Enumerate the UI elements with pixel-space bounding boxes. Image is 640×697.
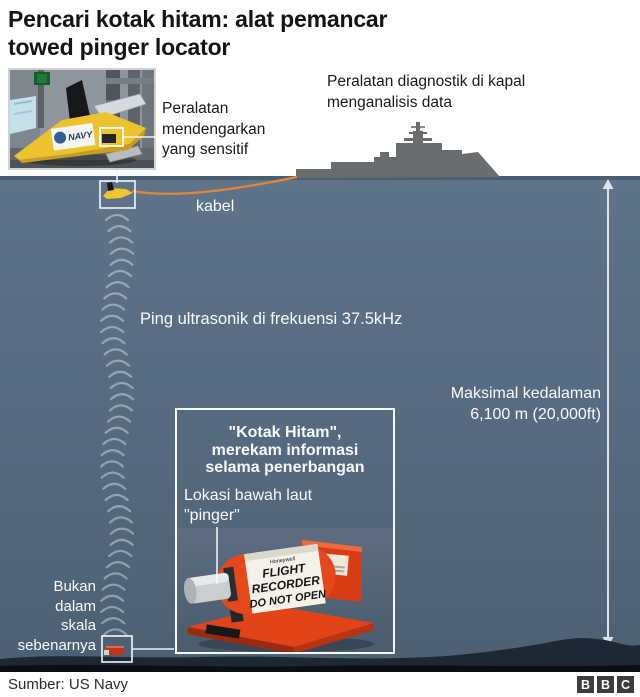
page-title: Pencari kotak hitam: alat pemancar towed… bbox=[8, 5, 387, 61]
cable-label: kabel bbox=[196, 198, 235, 215]
pinger-cylinder bbox=[183, 566, 238, 604]
seabed bbox=[0, 638, 640, 672]
towfish-photo: NAVY bbox=[8, 68, 156, 170]
bbc-logo-letter: B bbox=[597, 676, 614, 693]
title-line1: Pencari kotak hitam: alat pemancar bbox=[8, 6, 388, 32]
bbc-logo-letter: B bbox=[577, 676, 594, 693]
scale-note-line4: sebenarnya bbox=[17, 636, 96, 654]
max-depth-line1: Maksimal kedalaman bbox=[450, 385, 601, 402]
scale-note-line3: skala bbox=[60, 617, 96, 634]
pinger-label-line2: "pinger" bbox=[184, 507, 240, 524]
scale-note-line1: Bukan bbox=[53, 578, 96, 595]
blackbox-title-line3: selama penerbangan bbox=[205, 459, 365, 476]
ping-frequency-label: Ping ultrasonik di frekuensi 37.5kHz bbox=[140, 310, 403, 328]
bbc-logo-letter: C bbox=[617, 676, 634, 693]
blackbox-title-line2: merekam informasi bbox=[211, 441, 359, 459]
recorder-label-line1: FLIGHT bbox=[261, 561, 308, 581]
blackbox-title: "Kotak Hitam", merekam informasi selama … bbox=[179, 424, 391, 477]
recorder-brand-text: Honeywell bbox=[269, 556, 296, 566]
listening-equipment-label: Peralatan mendengarkan yang sensitif bbox=[162, 100, 266, 158]
ping-waves-icon bbox=[99, 213, 135, 636]
max-depth-line2: 6,100 m (20,000ft) bbox=[470, 406, 601, 423]
pinger-location-label: Lokasi bawah laut "pinger" bbox=[184, 486, 312, 526]
blackbox-frame bbox=[175, 408, 395, 654]
flight-recorder-illustration: Honeywell FLIGHT RECORDER DO NOT OPEN bbox=[183, 540, 374, 654]
title-line2: towed pinger locator bbox=[8, 34, 231, 60]
footer: Sumber: US Navy B B C bbox=[0, 672, 640, 697]
max-depth-label: Maksimal kedalaman 6,100 m (20,000ft) bbox=[430, 383, 601, 425]
ship-icon bbox=[296, 122, 500, 178]
mini-blackbox-on-seabed bbox=[101, 635, 133, 663]
bbc-logo: B B C bbox=[577, 676, 634, 693]
tow-cable bbox=[131, 175, 298, 195]
blackbox-title-line1: "Kotak Hitam", bbox=[228, 424, 342, 441]
diagnostic-equipment-label: Peralatan diagnostik di kapal menganalis… bbox=[327, 73, 526, 111]
navy-label-text: NAVY bbox=[67, 129, 93, 142]
not-to-scale-note: Bukan dalam skala sebenarnya bbox=[8, 577, 96, 655]
scale-note-line2: dalam bbox=[55, 597, 96, 615]
pinger-label-line1: Lokasi bawah laut bbox=[184, 487, 313, 504]
source-credit: Sumber: US Navy bbox=[8, 676, 129, 693]
